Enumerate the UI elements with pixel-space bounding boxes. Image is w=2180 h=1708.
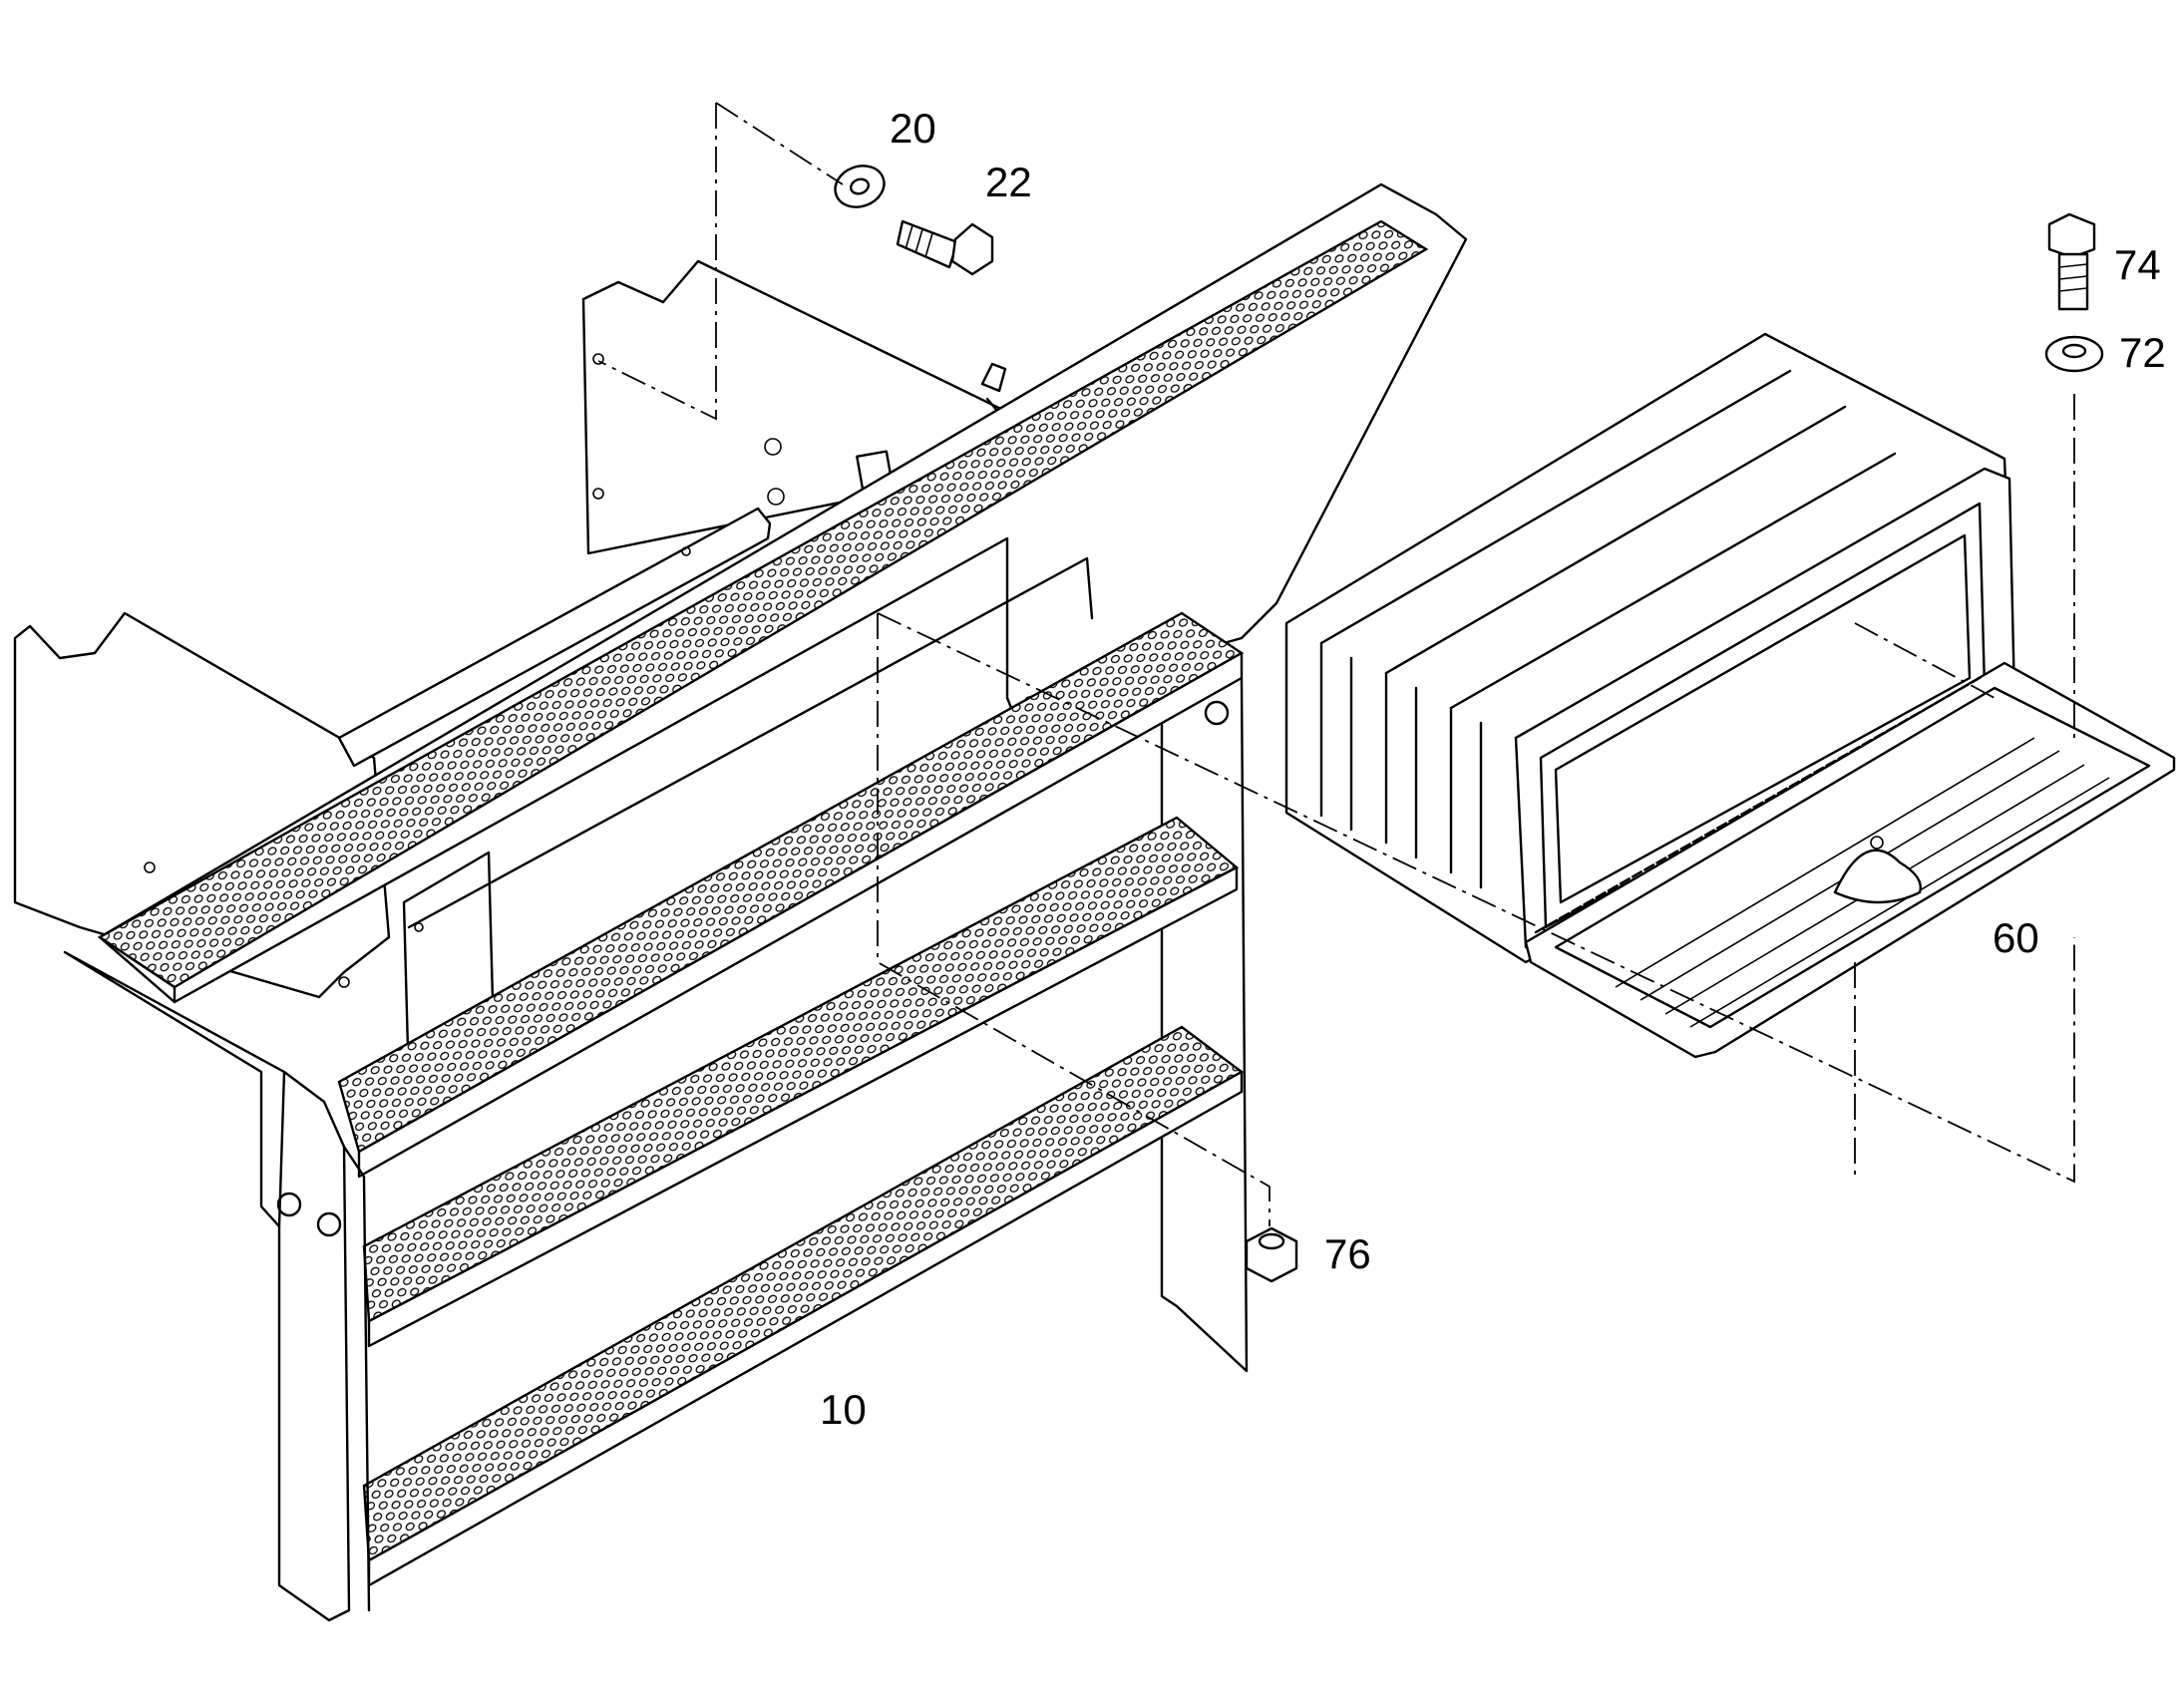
right-side-panel bbox=[1160, 676, 1249, 1373]
washer-72 bbox=[2044, 335, 2104, 373]
panel-bolt bbox=[1204, 700, 1230, 726]
lid-hinge bbox=[1534, 676, 1982, 934]
assembly-center-lines bbox=[597, 102, 2075, 1226]
leg-bolt-1 bbox=[276, 1192, 302, 1217]
callout-74: 74 bbox=[2114, 241, 2161, 288]
callout-72: 72 bbox=[2119, 329, 2166, 376]
tool-box-lid bbox=[1524, 661, 2176, 1059]
bolt-22 bbox=[896, 219, 994, 276]
cross-channel bbox=[337, 507, 772, 768]
left-leg bbox=[63, 950, 351, 1622]
callout-22: 22 bbox=[985, 159, 1032, 205]
callout-60: 60 bbox=[1993, 914, 2039, 961]
lid-latch bbox=[1833, 849, 1922, 904]
callout-76: 76 bbox=[1324, 1230, 1371, 1277]
callout-20: 20 bbox=[890, 105, 936, 152]
callout-10: 10 bbox=[820, 1386, 867, 1433]
bolt-74 bbox=[2047, 212, 2096, 311]
washer-20 bbox=[834, 165, 886, 208]
tool-box bbox=[1284, 332, 2176, 1059]
nut-76 bbox=[1245, 1226, 1298, 1283]
leg-bolt-2 bbox=[316, 1211, 342, 1237]
step-assembly bbox=[13, 182, 1468, 1622]
